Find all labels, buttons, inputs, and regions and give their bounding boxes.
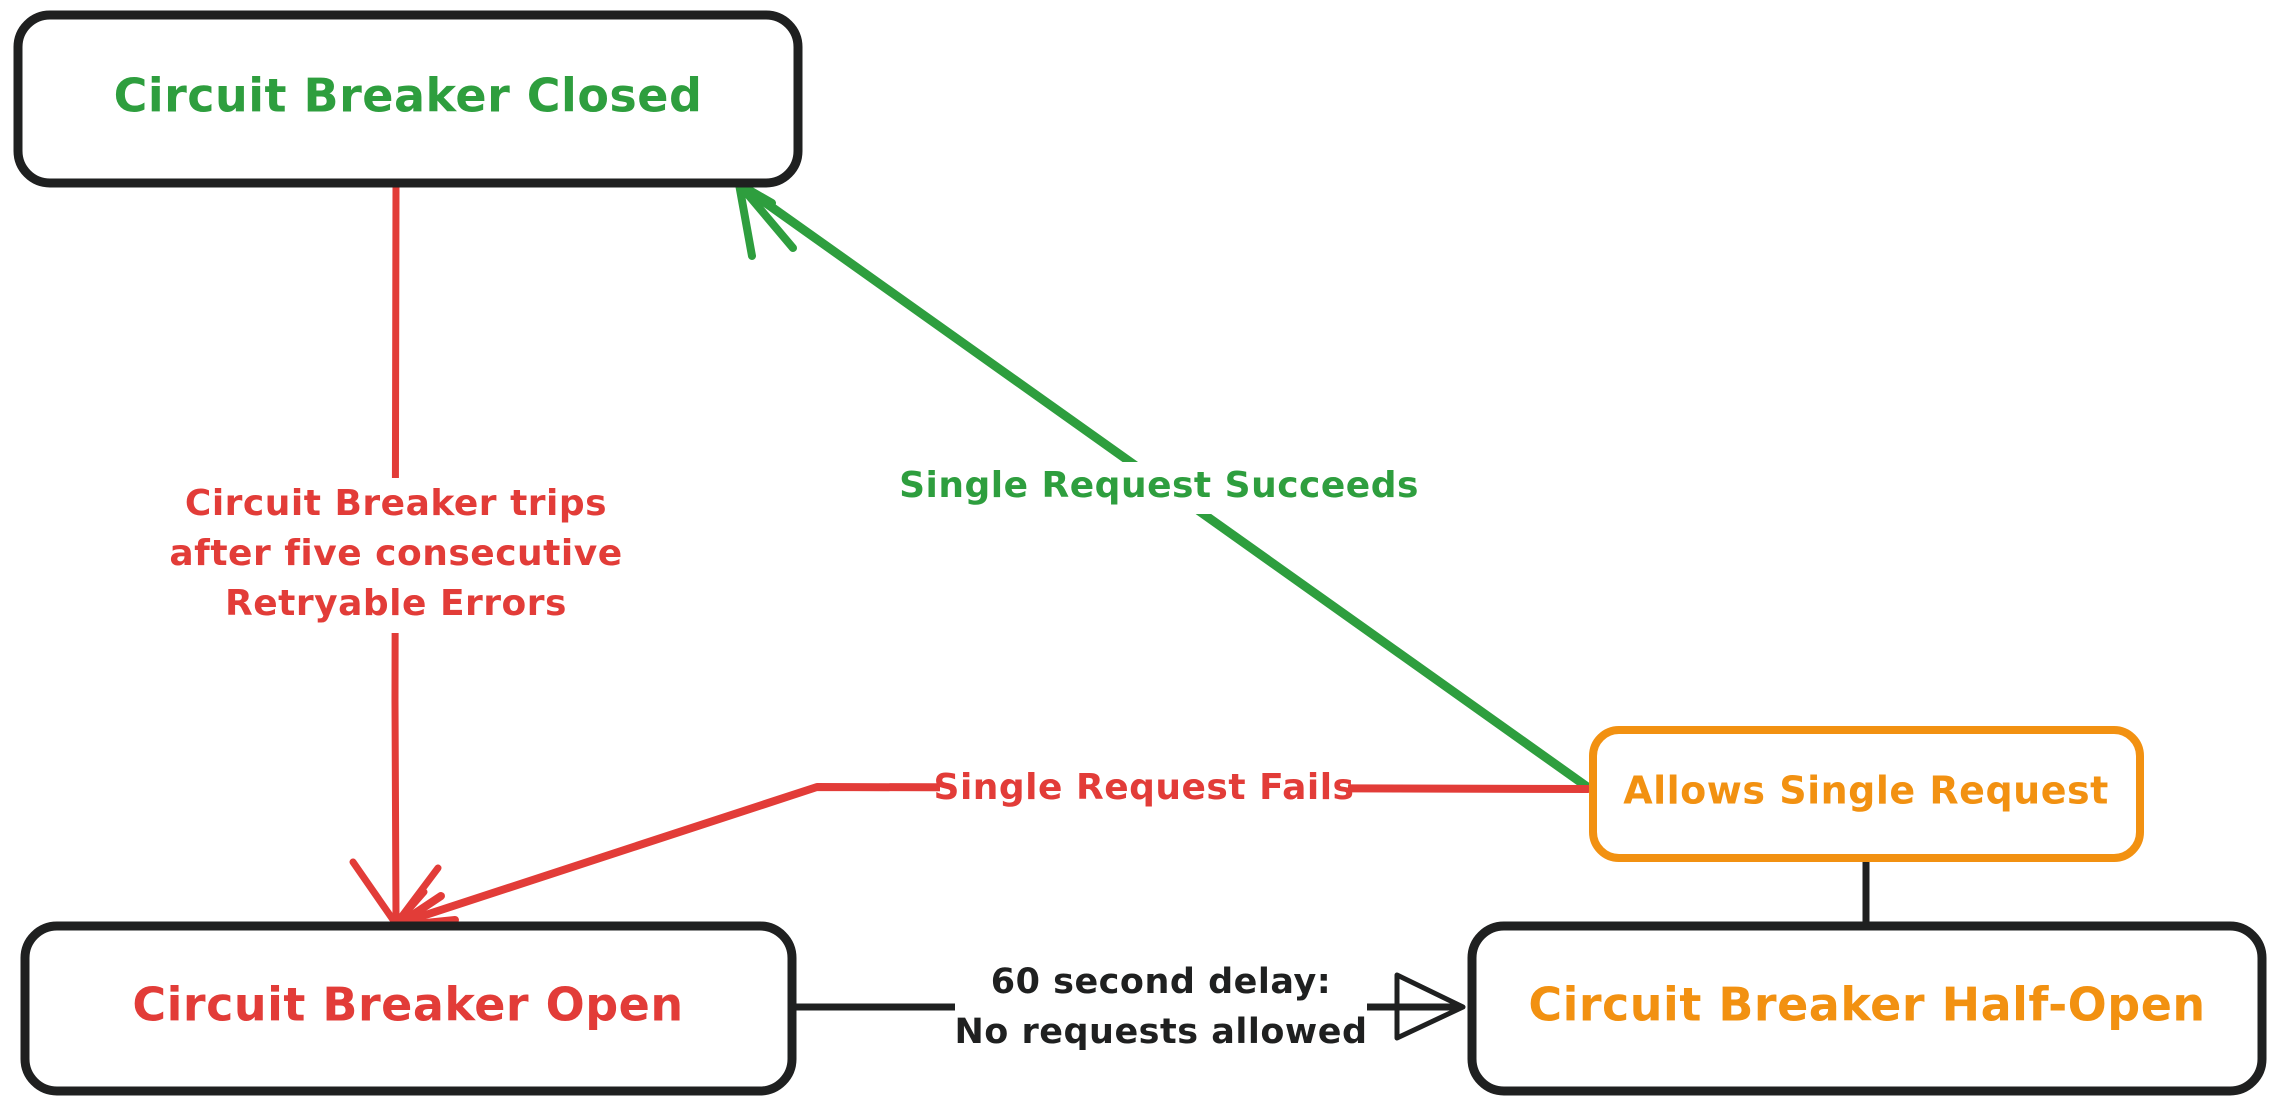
edge-label-open-to-half-open-backing bbox=[955, 952, 1367, 1062]
node-closed-label: Circuit Breaker Closed bbox=[114, 69, 703, 123]
edge-label-allows-to-open-backing bbox=[940, 765, 1348, 815]
node-circuit-breaker-half-open[interactable]: Circuit Breaker Half-Open bbox=[1467, 921, 2267, 1096]
edge-label-open-to-half-open-line2: No requests allowed bbox=[954, 1012, 1367, 1052]
edge-label-open-to-half-open-line1: 60 second delay: bbox=[991, 962, 1332, 1002]
edge-open-to-half-open-arrowhead bbox=[1394, 972, 1466, 1041]
node-allows-box[interactable] bbox=[1589, 726, 2144, 862]
node-closed-box[interactable] bbox=[13, 10, 803, 188]
edge-label-open-to-half-open: 60 second delay: No requests allowed bbox=[954, 952, 1367, 1062]
node-open-label: Circuit Breaker Open bbox=[132, 978, 683, 1032]
edge-label-allows-to-open: Single Request Fails bbox=[934, 765, 1355, 815]
node-half-open-label: Circuit Breaker Half-Open bbox=[1528, 978, 2205, 1032]
edge-label-allows-to-closed-backing bbox=[918, 462, 1400, 514]
edge-label-closed-to-open-line3: Retryable Errors bbox=[225, 583, 567, 624]
node-allows-single-request[interactable]: Allows Single Request bbox=[1589, 726, 2144, 862]
edge-label-allows-to-closed: Single Request Succeeds bbox=[899, 462, 1419, 514]
edge-label-allows-to-closed-text: Single Request Succeeds bbox=[899, 465, 1419, 506]
edge-label-closed-to-open-line2: after five consecutive bbox=[169, 533, 622, 574]
edge-label-closed-to-open-backing bbox=[215, 478, 585, 633]
edge-label-allows-to-open-text: Single Request Fails bbox=[934, 767, 1355, 808]
edge-label-closed-to-open: Circuit Breaker trips after five consecu… bbox=[169, 478, 622, 633]
node-allows-label: Allows Single Request bbox=[1623, 769, 2109, 813]
edge-label-closed-to-open-line1: Circuit Breaker trips bbox=[185, 483, 607, 524]
node-circuit-breaker-open[interactable]: Circuit Breaker Open bbox=[20, 921, 797, 1096]
edge-closed-to-open-line bbox=[391, 180, 400, 921]
node-half-open-box[interactable] bbox=[1467, 921, 2267, 1096]
node-circuit-breaker-closed[interactable]: Circuit Breaker Closed bbox=[13, 10, 803, 188]
node-open-box[interactable] bbox=[20, 921, 797, 1096]
